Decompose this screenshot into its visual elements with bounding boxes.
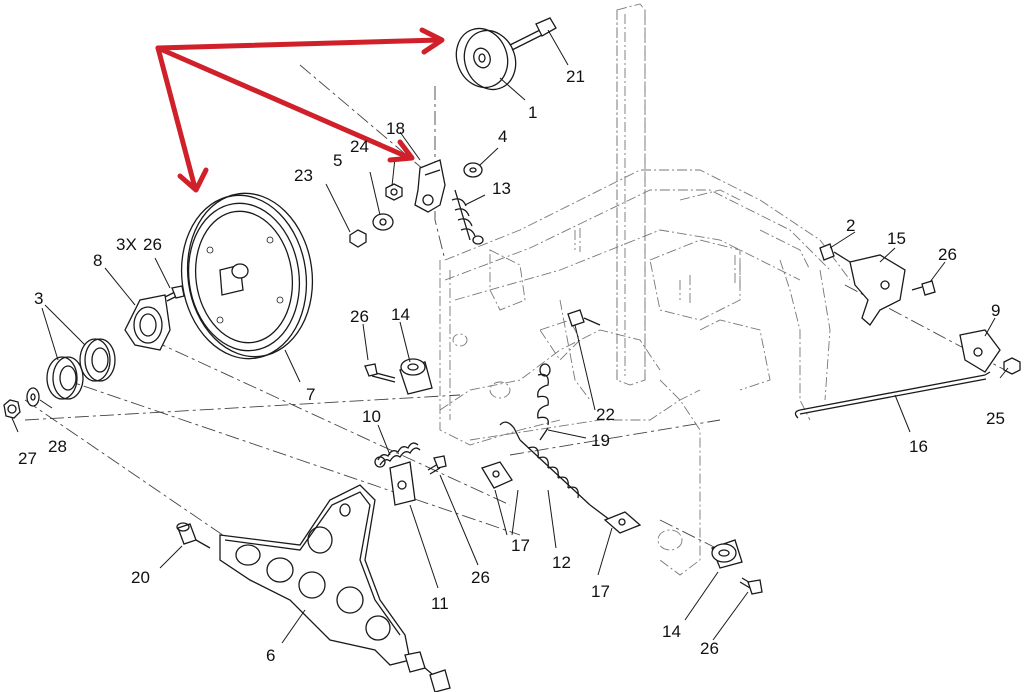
part-spacer-14-lower (711, 539, 743, 569)
part-spring-19 (537, 363, 551, 441)
callout-23: 23 (294, 166, 313, 185)
callout-22: 22 (596, 405, 615, 424)
part-washer-28 (26, 387, 40, 407)
callout-7: 7 (306, 385, 315, 404)
part-spring-12 (499, 421, 611, 521)
callout-14-lower: 14 (662, 622, 681, 641)
callout-labels: 1 21 18 4 24 5 13 23 2 15 26 9 25 16 8 3… (18, 67, 1005, 665)
callout-1: 1 (528, 103, 537, 122)
part-idler-arm (219, 484, 426, 673)
callout-16: 16 (909, 437, 928, 456)
part-bolt-26-right (911, 280, 936, 296)
callout-5: 5 (333, 151, 342, 170)
leader-lines (11, 29, 1009, 644)
callout-4: 4 (498, 127, 507, 146)
part-bolt-21 (509, 17, 557, 51)
part-spring-13 (451, 189, 484, 245)
callout-15: 15 (887, 229, 906, 248)
callout-3: 3 (34, 289, 43, 308)
part-large-pulley (180, 192, 314, 360)
callout-9: 9 (991, 301, 1000, 320)
callout-26-flange: 26 (143, 235, 162, 254)
callout-3x: 3X (116, 235, 137, 254)
part-nut-27 (3, 399, 21, 419)
callout-13: 13 (492, 179, 511, 198)
part-bolt-26-bracket (427, 455, 447, 475)
callout-26-lower: 26 (700, 639, 719, 658)
callout-18: 18 (386, 119, 405, 138)
part-nut-23 (349, 229, 367, 248)
callout-14-upper: 14 (391, 305, 410, 324)
part-bolt-22 (567, 309, 601, 327)
callout-2: 2 (846, 216, 855, 235)
callout-8: 8 (93, 251, 102, 270)
part-spacer-14-upper (364, 358, 433, 395)
callout-27: 27 (18, 449, 37, 468)
part-idler-bracket-18 (414, 159, 446, 213)
callout-26-bracket: 26 (471, 568, 490, 587)
callout-28: 28 (48, 437, 67, 456)
callout-10: 10 (362, 407, 381, 426)
callout-26-spacer: 26 (350, 307, 369, 326)
callout-11: 11 (431, 594, 449, 613)
part-bearings (46, 338, 116, 400)
part-washer-5 (372, 213, 394, 231)
part-bracket-11 (389, 461, 416, 506)
part-bracket-17b (603, 511, 642, 534)
callout-21: 21 (566, 67, 585, 86)
callout-17b: 17 (591, 582, 610, 601)
part-bracket-9 (959, 329, 1001, 373)
part-bolt-bottom (424, 667, 451, 692)
callout-19: 19 (591, 431, 610, 450)
part-bolt-26-flange (164, 285, 185, 302)
part-nut-25 (1003, 357, 1021, 375)
part-bracket-15 (849, 254, 906, 326)
callout-6: 6 (266, 646, 275, 665)
callout-24: 24 (350, 137, 369, 156)
callout-17a: 17 (511, 536, 530, 555)
part-nut-24 (385, 183, 403, 201)
assembly-centerlines (24, 64, 1006, 556)
callout-26-right: 26 (938, 245, 957, 264)
callout-20: 20 (131, 568, 150, 587)
part-bracket-17a (481, 461, 513, 489)
part-bolt-26-lower (739, 577, 763, 595)
ghost-frame (439, 3, 851, 576)
part-idler-pulley (455, 27, 517, 91)
part-washer-4 (463, 162, 483, 178)
part-bushing-20 (176, 522, 211, 549)
callout-25: 25 (986, 409, 1005, 428)
callout-12: 12 (552, 553, 571, 572)
highlight-arrows (155, 27, 445, 193)
part-bearing-flange (124, 294, 171, 351)
part-spring-10 (374, 442, 421, 468)
part-rod-16 (794, 371, 991, 419)
